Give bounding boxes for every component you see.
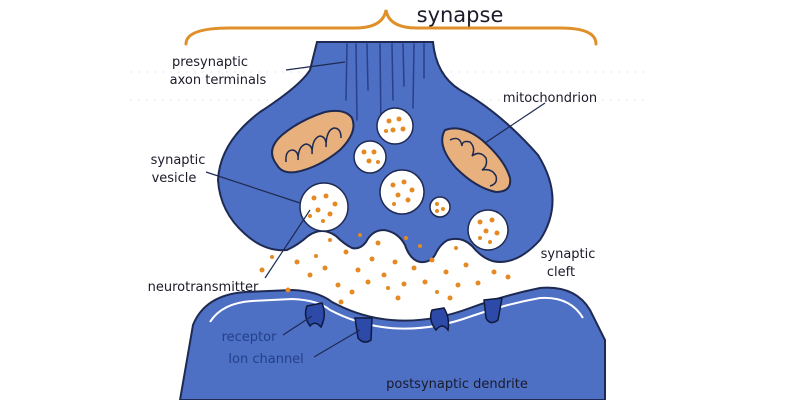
vesicle	[353, 140, 387, 174]
label-presynaptic-line2: axon terminals	[170, 73, 267, 88]
label-cleft-line1: synaptic	[541, 247, 596, 262]
label-receptor: receptor	[222, 330, 278, 345]
synapse-brace	[184, 9, 598, 46]
receptor-1	[304, 302, 325, 329]
vesicle	[376, 107, 414, 145]
receptors	[304, 297, 503, 343]
neurotransmitter-dots	[259, 233, 511, 305]
label-vesicle-line2: vesicle	[152, 171, 197, 186]
label-neurotransmitter: neurotransmitter	[148, 280, 259, 295]
label-presynaptic-line1: presynaptic	[172, 55, 248, 70]
vesicle	[429, 196, 451, 218]
postsynaptic-membrane-inner	[209, 296, 584, 330]
receptor-2	[354, 317, 373, 343]
label-cleft-line2: cleft	[547, 265, 575, 280]
synapse-title: synapse	[417, 3, 504, 27]
receptor-4	[483, 297, 503, 324]
background-dots	[130, 71, 650, 101]
receptor-3	[429, 307, 450, 332]
vesicle-contents	[308, 116, 500, 244]
mitochondrion-left	[271, 109, 355, 174]
vesicle	[379, 169, 425, 215]
label-vesicle-line1: synaptic	[151, 153, 206, 168]
label-mitochondrion: mitochondrion	[503, 91, 597, 106]
vesicle	[299, 182, 349, 232]
leader-lines	[205, 61, 546, 358]
axon-fibers	[345, 43, 425, 131]
label-ion-channel: Ion channel	[228, 352, 304, 367]
synaptic-vesicles	[299, 107, 509, 251]
mitochondrion-right	[441, 127, 512, 194]
label-postsynaptic: postsynaptic dendrite	[386, 377, 528, 392]
